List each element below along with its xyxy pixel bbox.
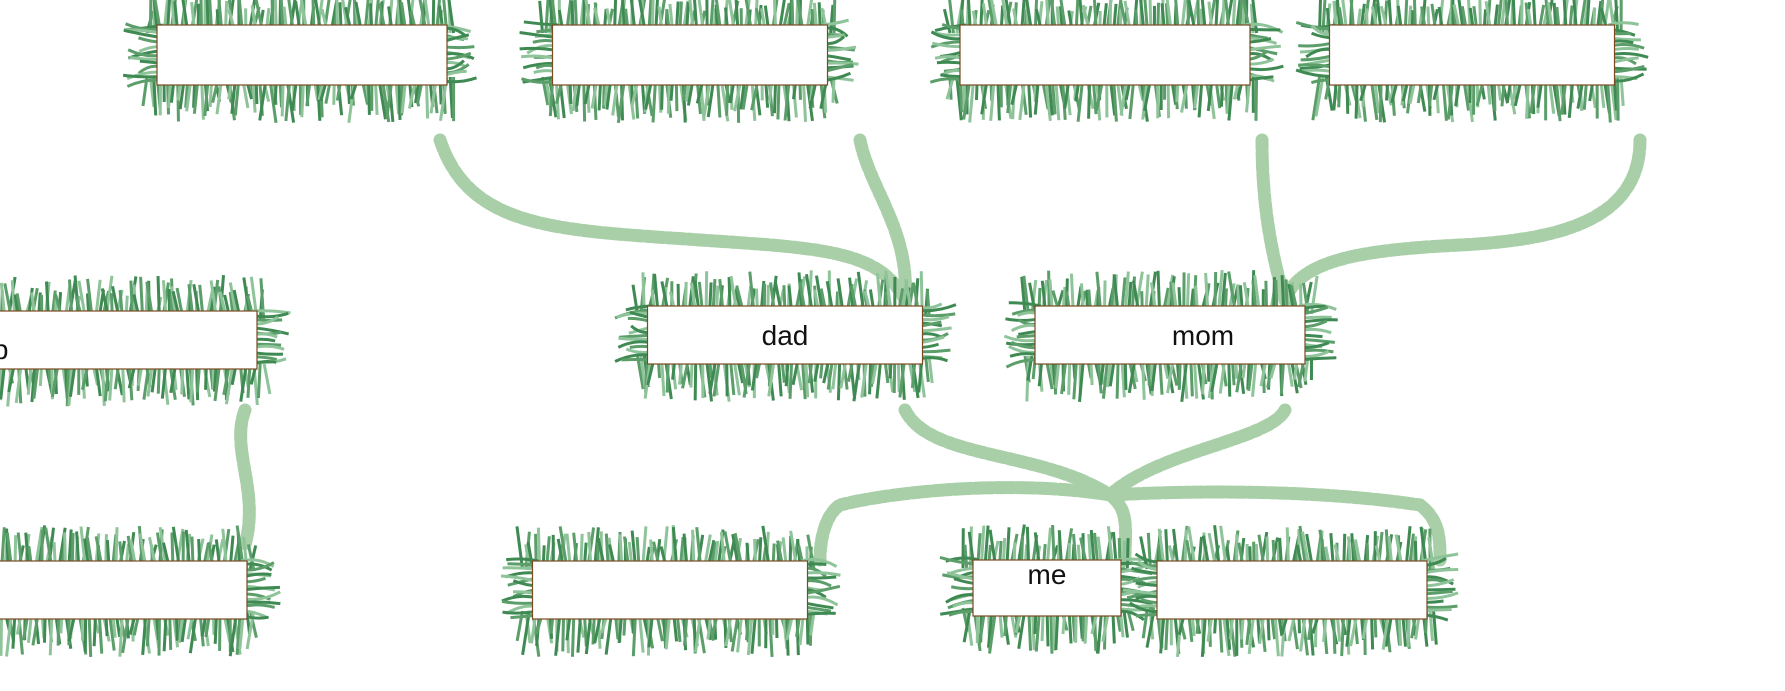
node-label-box bbox=[531, 560, 809, 620]
tree-node-gp1 bbox=[122, 0, 478, 124]
node-label-box bbox=[1034, 305, 1306, 365]
connector-vine-detail-4 bbox=[237, 407, 253, 548]
connector-vine-0 bbox=[433, 133, 912, 307]
node-label-box bbox=[972, 559, 1122, 617]
connector-vine-detail-5 bbox=[902, 407, 1129, 563]
tree-node-mom: mom bbox=[1003, 270, 1338, 403]
tree-node-gp4 bbox=[1295, 0, 1649, 123]
tree-node-sibling-right bbox=[1122, 525, 1459, 658]
tree-node-step-child: step bbox=[0, 525, 282, 658]
node-label-dad: dad bbox=[762, 320, 809, 351]
tree-node-gp3 bbox=[929, 0, 1284, 123]
connector-vine-detail-2 bbox=[1259, 137, 1288, 303]
connector-vine-detail-8 bbox=[1107, 489, 1443, 563]
node-label-step-parent: step bbox=[0, 334, 8, 365]
node-label-box bbox=[1156, 560, 1428, 620]
tree-node-gp2 bbox=[519, 0, 859, 124]
node-label-box bbox=[959, 24, 1251, 86]
connector-vine-detail-6 bbox=[1107, 407, 1288, 498]
node-label-box bbox=[1328, 24, 1616, 86]
node-label-box bbox=[0, 560, 248, 620]
connector-vine-detail-1 bbox=[857, 137, 909, 303]
tree-node-sibling-left bbox=[500, 525, 841, 658]
tree-node-step-parent: step bbox=[0, 275, 291, 407]
node-label-box bbox=[551, 24, 829, 86]
tree-node-me: me bbox=[939, 524, 1156, 654]
tree-node-dad: dad bbox=[614, 270, 957, 402]
connector-vines bbox=[234, 133, 1647, 567]
node-label-box bbox=[646, 305, 924, 365]
connector-vine-detail-3 bbox=[1282, 137, 1643, 303]
tree-nodes: dad mom step step me bbox=[0, 0, 1649, 658]
node-label-mom: mom bbox=[1172, 320, 1234, 351]
connector-vine-detail-7 bbox=[817, 484, 1113, 563]
connector-vine-detail-0 bbox=[437, 137, 908, 303]
node-label-box bbox=[156, 24, 448, 86]
node-label-box bbox=[0, 310, 258, 370]
node-label-me: me bbox=[1028, 559, 1067, 590]
